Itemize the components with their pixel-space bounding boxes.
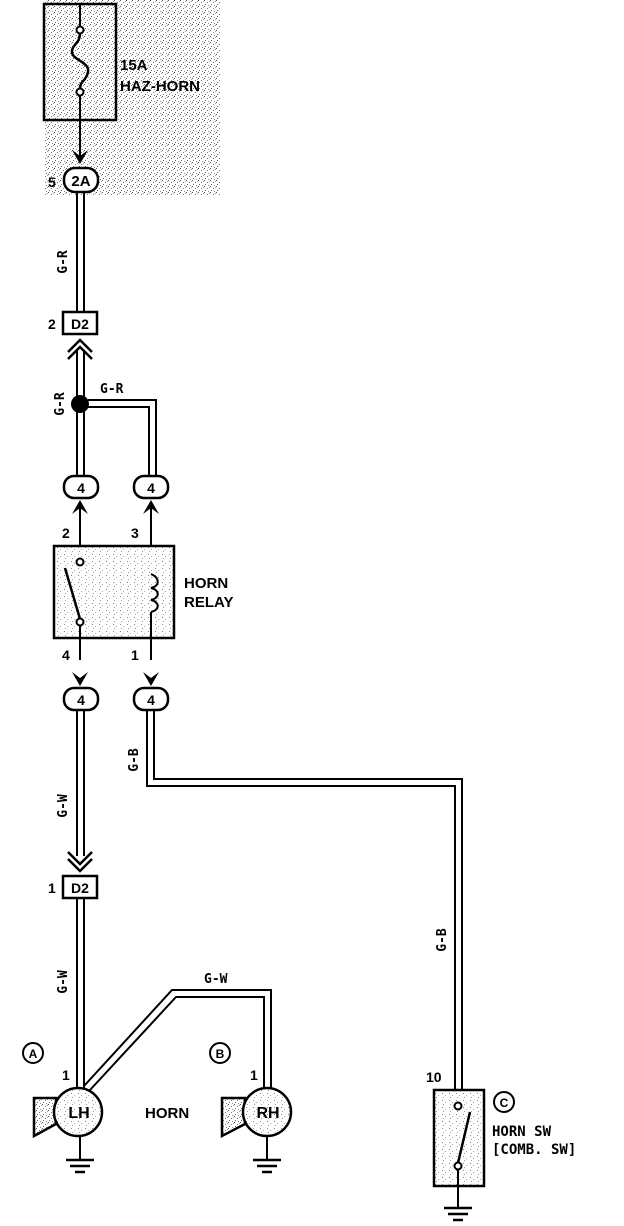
ground-icon — [253, 1158, 281, 1174]
horn-lh: LH — [32, 1086, 104, 1160]
connector-relay-in-right-code: 4 — [147, 480, 155, 496]
horn-lh-name: LH — [68, 1105, 89, 1122]
connector-relay-in-right: 4 — [132, 474, 170, 500]
connector-relay-out-right: 4 — [132, 686, 170, 712]
wire-gw-lower-label: G-W — [56, 970, 71, 994]
relay-pin-top-right: 3 — [131, 525, 139, 541]
horn-rh-name: RH — [256, 1105, 279, 1122]
wire-gb-upper-label: G-B — [127, 748, 142, 772]
horn-relay: HORN RELAY — [52, 544, 233, 660]
connector-d2-upper-code: D2 — [71, 316, 89, 332]
horn-switch-name-line2: [COMB. SW] — [492, 1142, 576, 1158]
connector-relay-out-left-code: 4 — [77, 692, 85, 708]
ground-icon — [66, 1158, 94, 1174]
wire-gr-branch: G-R — [88, 382, 157, 478]
connector-d2-upper-pin: 2 — [48, 316, 56, 332]
connector-d2-lower-code: D2 — [71, 880, 89, 896]
connector-relay-in-left-code: 4 — [77, 480, 85, 496]
splice-point — [71, 395, 89, 413]
horn-rh-pin: 1 — [250, 1067, 258, 1083]
connector-relay-in-left: 4 — [62, 474, 100, 500]
wire-gw-lower: G-W — [56, 898, 85, 1090]
horn-rh: RH — [220, 1086, 293, 1160]
wire-gb-lower-label: G-B — [435, 928, 450, 952]
wire-gw-branch-label: G-W — [204, 972, 228, 987]
arrow-down-icon — [72, 150, 88, 164]
connector-d2-lower: D2 1 — [48, 874, 99, 900]
wire-gw-branch: G-W — [83, 972, 272, 1091]
connector-2a: 2A 5 — [48, 166, 100, 194]
connector-d2-lower-pin: 1 — [48, 880, 56, 896]
marker-c-label: C — [500, 1096, 509, 1110]
relay-pin-top-left: 2 — [62, 525, 70, 541]
chevron-up-icon — [67, 338, 93, 360]
fuse-name: HAZ-HORN — [120, 78, 200, 95]
horn-switch-pin: 10 — [426, 1069, 442, 1085]
wire-gw-upper-label: G-W — [56, 794, 71, 818]
connector-d2-upper: D2 2 — [48, 310, 99, 336]
chevron-down-icon — [67, 851, 93, 873]
arrow-down-icon — [143, 672, 159, 686]
wire-gr-main-label: G-R — [56, 250, 71, 274]
marker-a: A — [22, 1042, 44, 1064]
relay-name-line1: HORN — [184, 575, 228, 592]
wire-gr-branch-label: G-R — [100, 382, 124, 397]
connector-2a-code: 2A — [71, 173, 90, 190]
marker-b: B — [209, 1042, 231, 1064]
arrow-up-icon — [143, 500, 159, 514]
wire-gr-left-label: G-R — [53, 392, 68, 416]
wire-gr-left: G-R — [53, 350, 85, 478]
marker-a-label: A — [29, 1047, 38, 1061]
fuse-rating: 15A — [120, 57, 148, 74]
arrow-down-icon — [72, 672, 88, 686]
horn-switch — [432, 1088, 486, 1208]
arrow-up-icon — [72, 500, 88, 514]
connector-relay-out-right-code: 4 — [147, 692, 155, 708]
wire-gr-main: G-R — [56, 192, 85, 312]
horn-label: HORN — [145, 1105, 189, 1122]
wire-gb: G-B G-B — [127, 710, 463, 1090]
horn-switch-name-line1: HORN SW — [492, 1124, 552, 1140]
relay-pin-bottom-left: 4 — [62, 647, 70, 663]
relay-name-line2: RELAY — [184, 594, 233, 611]
marker-c: C — [493, 1091, 515, 1113]
connector-2a-pin: 5 — [48, 174, 56, 190]
horn-lh-pin: 1 — [62, 1067, 70, 1083]
connector-relay-out-left: 4 — [62, 686, 100, 712]
ground-icon — [444, 1206, 472, 1222]
marker-b-label: B — [216, 1047, 225, 1061]
fuse-haz-horn: 15A HAZ-HORN — [42, 2, 200, 160]
relay-pin-bottom-right: 1 — [131, 647, 139, 663]
wire-gw-upper: G-W — [56, 710, 85, 856]
